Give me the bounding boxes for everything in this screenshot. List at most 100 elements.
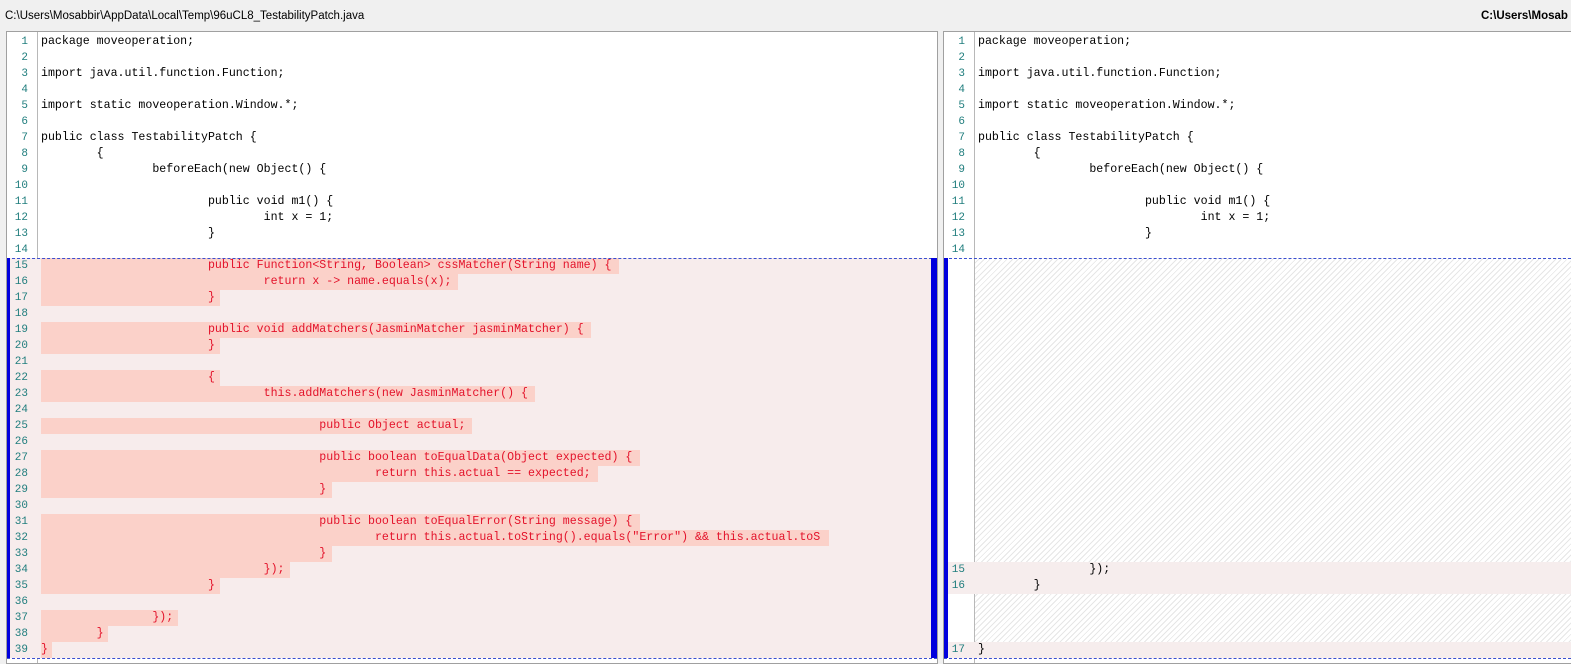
left-line-number: 24 [14,404,28,416]
left-code-text: }); [41,611,174,624]
change-marker-bar [931,258,937,658]
left-code-line[interactable]: 25 public Object actual; [7,418,937,434]
left-code-line[interactable]: 15 public Function<String, Boolean> cssM… [7,258,937,274]
right-line-number: 6 [958,116,965,128]
right-code-text: }); [978,563,1111,576]
right-code-line[interactable]: 9 beforeEach(new Object() { [944,162,1571,178]
deleted-text-highlight [41,626,108,642]
left-line-number: 26 [14,436,28,448]
left-line-number: 5 [21,100,28,112]
left-code-line[interactable]: 23 this.addMatchers(new JasminMatcher() … [7,386,937,402]
left-code-line[interactable]: 2 [7,50,937,66]
left-code-line[interactable]: 11 public void m1() { [7,194,937,210]
left-line-number: 20 [14,340,28,352]
left-line-number: 10 [14,180,28,192]
left-line-number: 34 [14,564,28,576]
right-code-line[interactable]: 13 } [944,226,1571,242]
left-code-line[interactable]: 9 beforeEach(new Object() { [7,162,937,178]
left-code-line[interactable]: 21 [7,354,937,370]
left-code-line[interactable]: 31 public boolean toEqualError(String me… [7,514,937,530]
right-code-line[interactable]: 8 { [944,146,1571,162]
left-line-number: 21 [14,356,28,368]
left-code-line[interactable]: 27 public boolean toEqualData(Object exp… [7,450,937,466]
left-code-line[interactable]: 33 } [7,546,937,562]
left-code-text: beforeEach(new Object() { [41,163,327,176]
left-code-line[interactable]: 14 [7,242,937,258]
left-code-line[interactable]: 28 return this.actual == expected; [7,466,937,482]
right-code-line[interactable]: 11 public void m1() { [944,194,1571,210]
left-code-line[interactable]: 16 return x -> name.equals(x); [7,274,937,290]
left-code-text: this.addMatchers(new JasminMatcher() { [41,387,529,400]
left-code-line[interactable]: 10 [7,178,937,194]
left-code-line[interactable]: 26 [7,434,937,450]
left-code-line[interactable]: 34 }); [7,562,937,578]
right-code-line[interactable]: 12 int x = 1; [944,210,1571,226]
left-line-number: 16 [14,276,28,288]
left-code-line[interactable]: 13 } [7,226,937,242]
left-code-line[interactable]: 4 [7,82,937,98]
left-code-text: public boolean toEqualData(Object expect… [41,451,633,464]
right-file-path: C:\Users\Mosab [1481,10,1568,22]
right-line-number: 15 [951,564,965,576]
left-code-line[interactable]: 24 [7,402,937,418]
right-line-number: 9 [958,164,965,176]
left-code-line[interactable]: 29 } [7,482,937,498]
right-code-line[interactable]: 14 [944,242,1571,258]
right-code-line[interactable]: 4 [944,82,1571,98]
right-line-number: 8 [958,148,965,160]
left-line-number: 27 [14,452,28,464]
title-bar: C:\Users\Mosabbir\AppData\Local\Temp\96u… [0,0,1571,30]
right-code-line[interactable]: 17} [944,642,1571,658]
left-line-number: 15 [14,260,28,272]
deleted-text-highlight [41,610,178,626]
right-code-text: beforeEach(new Object() { [978,163,1264,176]
left-code-text: } [41,579,215,592]
right-code-line[interactable]: 15 }); [944,562,1571,578]
left-line-number: 9 [21,164,28,176]
deleted-text-highlight [41,290,220,306]
left-code-line[interactable]: 20 } [7,338,937,354]
left-code-line[interactable]: 30 [7,498,937,514]
left-line-number: 1 [21,36,28,48]
right-line-number: 13 [951,228,965,240]
left-code-line[interactable]: 32 return this.actual.toString().equals(… [7,530,937,546]
right-code-line[interactable]: 6 [944,114,1571,130]
right-code-line[interactable]: 10 [944,178,1571,194]
deleted-text-highlight [41,386,535,402]
left-code-text: } [41,291,215,304]
left-code-line[interactable]: 17 } [7,290,937,306]
left-line-number: 8 [21,148,28,160]
left-code-line[interactable]: 18 [7,306,937,322]
deleted-text-highlight [41,274,458,290]
left-code-line[interactable]: 8 { [7,146,937,162]
left-code-line[interactable]: 37 }); [7,610,937,626]
left-code-line[interactable]: 35 } [7,578,937,594]
left-code-line[interactable]: 12 int x = 1; [7,210,937,226]
deleted-text-highlight [41,642,52,658]
left-code-text: } [41,627,104,640]
left-code-text: { [41,147,104,160]
right-line-number: 16 [951,580,965,592]
right-code-line[interactable]: 2 [944,50,1571,66]
left-code-line[interactable]: 39} [7,642,937,658]
right-code-line[interactable]: 16 } [944,578,1571,594]
left-code-line[interactable]: 19 public void addMatchers(JasminMatcher… [7,322,937,338]
right-line-number: 10 [951,180,965,192]
left-code-text: public class TestabilityPatch { [41,131,257,144]
left-file-path: C:\Users\Mosabbir\AppData\Local\Temp\96u… [5,10,365,22]
left-code-line[interactable]: 6 [7,114,937,130]
left-code-line[interactable]: 36 [7,594,937,610]
right-code-text: } [978,227,1152,240]
left-code-line[interactable]: 22 { [7,370,937,386]
left-code-line[interactable]: 38 } [7,626,937,642]
